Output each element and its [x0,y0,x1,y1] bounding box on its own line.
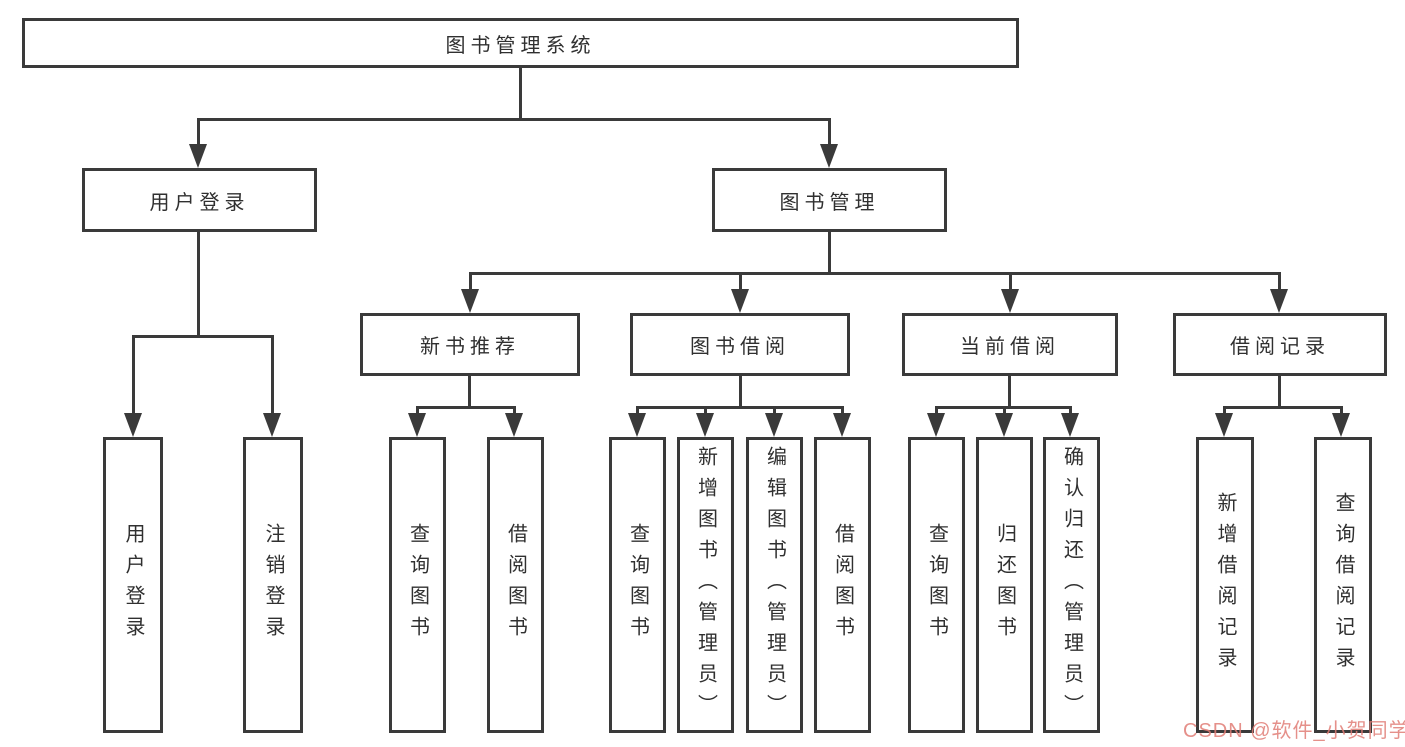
node-user-login-label: 用户登录 [149,191,250,214]
leaf-logout: 注销登录 [243,437,303,733]
leaf-label: 编辑图书（管理员） [763,445,786,725]
connector-line [636,406,639,413]
node-current-borrow: 当前借阅 [902,313,1118,376]
node-current-borrow-label: 当前借阅 [960,336,1060,358]
arrow-down-icon [189,144,207,168]
connector-line [519,68,522,118]
connector-line [935,406,938,413]
leaf-query-borrow-record: 查询借阅记录 [1314,437,1372,733]
connector-line [1009,272,1012,289]
arrow-down-icon [927,413,945,437]
connector-line [416,406,419,413]
leaf-label: 查询图书 [925,523,948,647]
connector-line [773,406,776,413]
connector-line [271,335,274,413]
arrow-down-icon [1061,413,1079,437]
arrow-down-icon [765,413,783,437]
connector-line [132,335,274,338]
node-book-management-label: 图书管理 [779,191,880,214]
arrow-down-icon [1215,413,1233,437]
node-user-login: 用户登录 [82,168,317,232]
leaf-query-books-recommend: 查询图书 [389,437,446,733]
arrow-down-icon [1001,289,1019,313]
leaf-label: 新增借阅记录 [1214,492,1236,678]
leaf-logout-label: 注销登录 [262,523,284,647]
connector-line [469,272,1280,275]
connector-line [197,232,200,335]
leaf-borrow-books: 借阅图书 [814,437,871,733]
leaf-add-borrow-record: 新增借阅记录 [1196,437,1254,733]
leaf-label: 归还图书 [993,523,1016,647]
connector-line [197,118,831,121]
node-root-label: 图书管理系统 [445,34,596,57]
leaf-add-books-admin: 新增图书（管理员） [677,437,734,733]
arrow-down-icon [505,413,523,437]
leaf-query-books-current: 查询图书 [908,437,965,733]
node-borrow-records: 借阅记录 [1173,313,1387,376]
leaf-borrow-books-recommend: 借阅图书 [487,437,544,733]
connector-line [841,406,844,413]
connector-line [1223,406,1226,413]
leaf-confirm-return-admin: 确认归还（管理员） [1043,437,1100,733]
connector-line [1003,406,1006,413]
connector-line [828,118,831,146]
arrow-down-icon [263,413,281,437]
connector-line [739,376,742,406]
arrow-down-icon [628,413,646,437]
node-root: 图书管理系统 [22,18,1019,68]
leaf-label: 查询借阅记录 [1332,492,1354,678]
leaf-query-books-borrow: 查询图书 [609,437,666,733]
arrow-down-icon [820,144,838,168]
connector-line [513,406,516,413]
arrow-down-icon [124,413,142,437]
node-borrow-records-label: 借阅记录 [1230,336,1330,358]
leaf-label: 查询图书 [406,523,429,647]
connector-line [1008,376,1011,406]
node-book-borrow: 图书借阅 [630,313,850,376]
connector-line [197,118,200,146]
arrow-down-icon [696,413,714,437]
leaf-user-login-label: 用户登录 [122,523,144,647]
connector-line [1223,406,1343,409]
leaf-label: 借阅图书 [504,523,527,647]
arrow-down-icon [1332,413,1350,437]
connector-line [1069,406,1072,413]
node-book-borrow-label: 图书借阅 [690,336,790,358]
leaf-edit-books-admin: 编辑图书（管理员） [746,437,803,733]
node-new-book-recommend: 新书推荐 [360,313,580,376]
leaf-label: 新增图书（管理员） [694,445,717,725]
leaf-user-login: 用户登录 [103,437,163,733]
leaf-return-books: 归还图书 [976,437,1033,733]
connector-line [1340,406,1343,413]
connector-line [739,272,742,289]
arrow-down-icon [833,413,851,437]
connector-line [1278,272,1281,289]
connector-line [132,335,135,413]
arrow-down-icon [461,289,479,313]
connector-line [416,406,516,409]
leaf-label: 确认归还（管理员） [1060,445,1083,725]
connector-line [468,376,471,406]
arrow-down-icon [408,413,426,437]
connector-line [636,406,843,409]
node-new-book-recommend-label: 新书推荐 [420,336,520,358]
connector-line [469,272,472,289]
arrow-down-icon [731,289,749,313]
arrow-down-icon [995,413,1013,437]
node-book-management: 图书管理 [712,168,947,232]
connector-line [1278,376,1281,406]
connector-line [704,406,707,413]
leaf-label: 查询图书 [626,523,649,647]
csdn-watermark: CSDN @软件_小贺同学 [1183,720,1405,742]
arrow-down-icon [1270,289,1288,313]
leaf-label: 借阅图书 [831,523,854,647]
connector-line [828,232,831,272]
